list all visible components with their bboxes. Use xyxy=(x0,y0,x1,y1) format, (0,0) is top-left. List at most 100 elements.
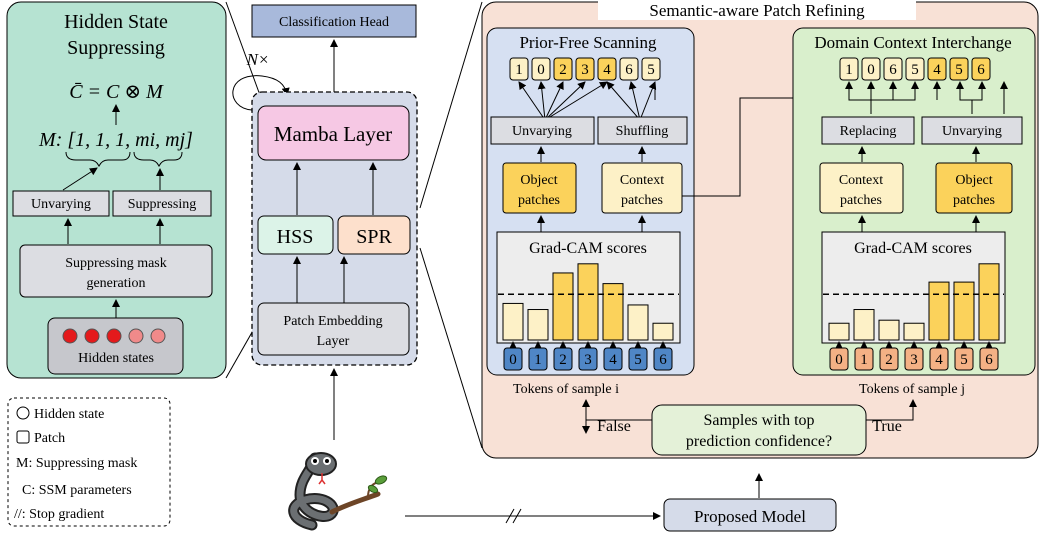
token-box xyxy=(553,57,573,81)
token-label: 6 xyxy=(977,62,985,78)
token-label: 2 xyxy=(885,352,893,368)
domain-context-lines xyxy=(845,81,1008,114)
prior-free-gradcam-label: Grad-CAM scores xyxy=(529,240,647,257)
domain-gradcam-label: Grad-CAM scores xyxy=(854,240,972,257)
hidden-states-box xyxy=(47,317,184,375)
token-box xyxy=(971,57,991,81)
gradcam-bar xyxy=(978,263,1000,341)
token-box xyxy=(619,57,639,81)
hss-title-line2: Suppressing xyxy=(67,37,165,59)
stop-gradient-arrow xyxy=(405,508,661,524)
token-box xyxy=(949,57,969,81)
hidden-state-dot xyxy=(128,328,144,344)
token-box xyxy=(839,57,859,81)
domain-unvarying-label: Unvarying xyxy=(942,124,1002,139)
patch-embedding-line2: Layer xyxy=(317,334,350,349)
token-box xyxy=(653,347,673,371)
mask-generation-line1: Suppressing mask xyxy=(65,256,167,271)
decision-line2: prediction confidence? xyxy=(686,433,832,450)
proposed-model-box xyxy=(663,498,837,532)
proposed-model-label: Proposed Model xyxy=(694,507,806,526)
prior-free-gradcam-bars xyxy=(498,263,679,359)
domain-unvarying-box xyxy=(921,116,1023,145)
hidden-state-dot xyxy=(84,328,100,344)
token-label: 1 xyxy=(515,62,523,78)
legend-mask: M: Suppressing mask xyxy=(16,456,137,471)
object-patches-line1: Object xyxy=(955,173,992,188)
hss-panel: Hidden State Suppressing C̄ = C ⊗ M M: [… xyxy=(6,1,227,379)
hidden-state-dot xyxy=(62,328,78,344)
gradcam-bar xyxy=(552,272,574,341)
token-label: 6 xyxy=(889,62,897,78)
true-label: True xyxy=(872,418,902,435)
token-label: 5 xyxy=(955,62,963,78)
hss-equation: C̄ = C ⊗ M xyxy=(69,81,164,103)
classification-head-label: Classification Head xyxy=(279,15,389,30)
token-box xyxy=(854,347,874,371)
hidden-states-label: Hidden states xyxy=(78,351,154,366)
decision-line1: Samples with top xyxy=(703,412,814,429)
gradcam-bar xyxy=(527,309,549,341)
prior-free-object-patches xyxy=(502,162,577,214)
token-label: 4 xyxy=(933,62,941,78)
brace-unvarying xyxy=(65,151,131,168)
token-box xyxy=(861,57,881,81)
domain-context-title: Domain Context Interchange xyxy=(814,33,1011,52)
gradcam-bar xyxy=(878,319,900,341)
token-box xyxy=(927,57,947,81)
context-patches-line2: patches xyxy=(840,193,882,208)
object-patches-line2: patches xyxy=(953,193,995,208)
token-box xyxy=(597,57,617,81)
token-box xyxy=(509,57,529,81)
token-label: 3 xyxy=(584,352,592,368)
token-label: 2 xyxy=(559,62,567,78)
replacing-box xyxy=(821,116,915,145)
snake-mascot-icon xyxy=(288,452,388,531)
token-label: 5 xyxy=(647,62,655,78)
prior-free-unvarying-box xyxy=(490,116,595,145)
hss-suppressing-label: Suppressing xyxy=(128,197,196,212)
spr-box xyxy=(337,215,411,255)
token-label: 4 xyxy=(935,352,943,368)
token-box xyxy=(954,347,974,371)
token-label: 6 xyxy=(625,62,633,78)
hss-mask-vector: M: [1, 1, 1, mi, mj] xyxy=(38,129,193,151)
tokens-of-sample-i: Tokens of sample i xyxy=(513,382,619,397)
repeat-label: N× xyxy=(246,50,270,69)
token-box xyxy=(603,347,623,371)
false-label: False xyxy=(597,418,631,435)
token-box xyxy=(905,57,925,81)
legend-patch-icon xyxy=(16,430,30,444)
mask-generation-line2: generation xyxy=(86,276,145,291)
token-label: 6 xyxy=(985,352,993,368)
token-box xyxy=(528,347,548,371)
token-label: 0 xyxy=(537,62,545,78)
hss-suppressing-box xyxy=(112,190,212,217)
prior-free-unvarying-label: Unvarying xyxy=(512,124,572,139)
token-label: 0 xyxy=(835,352,843,368)
token-label: 0 xyxy=(509,352,517,368)
token-label: 5 xyxy=(634,352,642,368)
patch-embedding-box xyxy=(257,302,410,356)
token-box xyxy=(979,347,999,371)
hss-box xyxy=(257,215,334,255)
decision-box xyxy=(651,404,867,456)
token-box xyxy=(531,57,551,81)
token-label: 4 xyxy=(603,62,611,78)
token-label: 1 xyxy=(845,62,853,78)
gradcam-bar xyxy=(928,281,950,341)
token-box xyxy=(578,347,598,371)
legend-ssm: C: SSM parameters xyxy=(22,483,132,498)
token-box xyxy=(628,347,648,371)
object-patches-line1: Object xyxy=(520,173,557,188)
prior-free-title: Prior-Free Scanning xyxy=(519,33,657,52)
center-model: Classification Head N× Mamba Layer HSS S… xyxy=(232,4,418,440)
token-box xyxy=(503,347,523,371)
gradcam-bar xyxy=(853,309,875,341)
token-label: 5 xyxy=(911,62,919,78)
hidden-state-dot xyxy=(106,328,122,344)
token-label: 1 xyxy=(534,352,542,368)
token-box xyxy=(883,57,903,81)
